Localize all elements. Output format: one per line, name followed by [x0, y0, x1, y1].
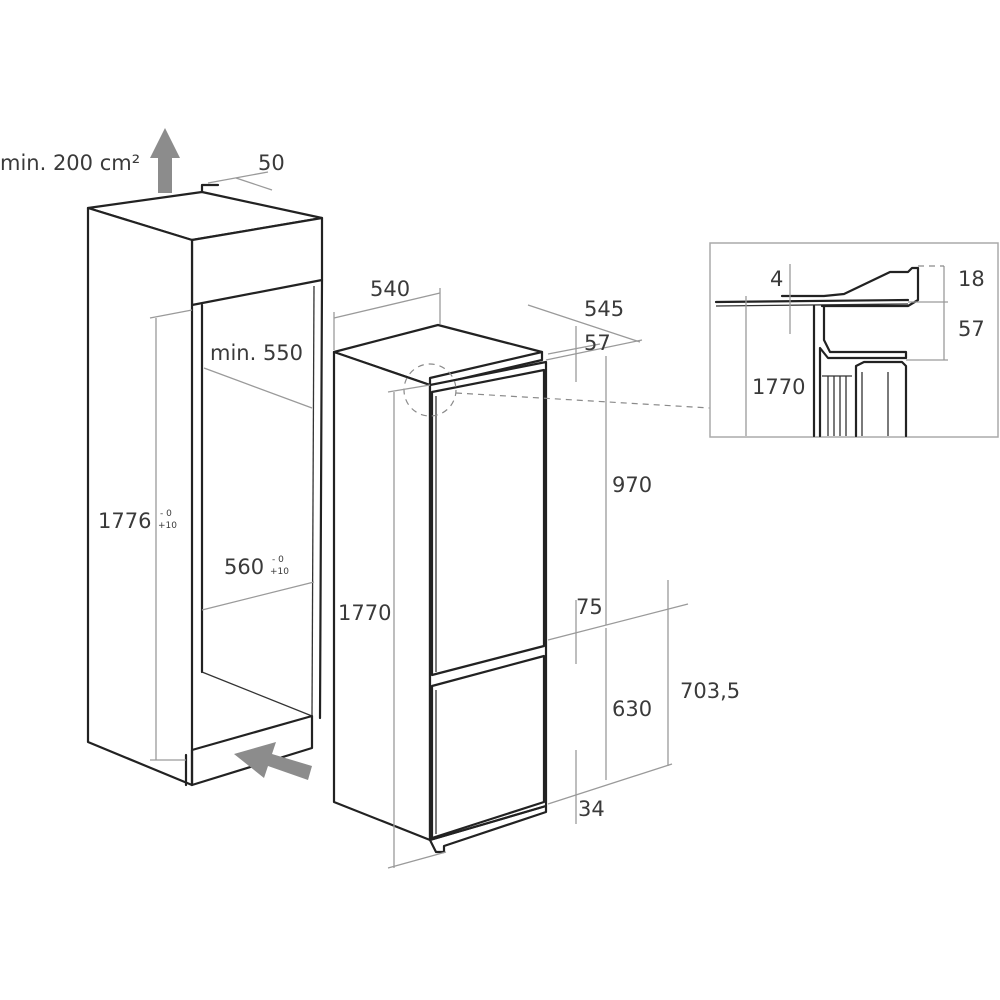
fridge-side — [332, 350, 432, 842]
detail-hinge-body-2 — [818, 304, 908, 438]
cabinet-width-tol-bottom: +10 — [270, 567, 289, 577]
detail-callout-leader — [455, 392, 711, 409]
cabinet-back-edge — [318, 278, 324, 720]
cabinet-inner-floor-front — [201, 671, 313, 717]
detail-frame — [709, 242, 999, 438]
detail-dim-4-label: 4 — [770, 267, 783, 291]
dimension-fridge-top-gap — [547, 326, 601, 382]
middle-gap-label: 75 — [576, 595, 603, 619]
upper-door-label: 970 — [612, 473, 652, 497]
detail-top-plate-under — [715, 303, 909, 307]
air-intake-arrow-icon — [234, 742, 312, 780]
bottom-gap-label: 34 — [578, 797, 605, 821]
depth-gap-label: 50 — [258, 151, 285, 175]
lower-total-label: 703,5 — [680, 679, 740, 703]
fridge-upper-door — [430, 368, 546, 677]
fridge-width-label: 540 — [370, 277, 410, 301]
dimension-fridge-depth — [527, 304, 643, 361]
lower-door-label: 630 — [612, 697, 652, 721]
ventilation-label: min. 200 cm² — [0, 151, 140, 175]
detail-top-plate — [714, 298, 910, 304]
detail-callout-circle — [403, 363, 457, 417]
fridge-lower-door — [430, 654, 546, 840]
fridge-appliance — [332, 323, 548, 854]
ventilation-up-arrow-icon — [150, 128, 180, 193]
fridge-top-rail — [428, 350, 544, 388]
detail-dim-57-label: 57 — [958, 317, 985, 341]
dimension-fridge-width — [333, 288, 441, 350]
detail-inset — [709, 242, 999, 438]
total-height-label: 1770 — [338, 601, 391, 625]
detail-door — [854, 360, 908, 438]
fridge-depth-label: 545 — [584, 297, 624, 321]
fridge-top-gap-label: 57 — [584, 331, 611, 355]
cabinet-back-top — [200, 183, 220, 194]
detail-dim-1770-label: 1770 — [752, 375, 805, 399]
dimension-cabinet-width — [201, 581, 315, 611]
cabinet-plinth — [190, 714, 314, 787]
dimension-lower-total — [547, 580, 673, 805]
cabinet-niche — [86, 183, 324, 787]
dimension-middle-gap — [547, 600, 689, 664]
inner-depth-label: min. 550 — [210, 341, 303, 365]
cabinet-height-tol-top: - 0 — [160, 509, 172, 519]
dimension-total-height — [387, 384, 447, 869]
detail-bracket — [780, 266, 920, 308]
dimension-cabinet-height — [149, 309, 193, 761]
cabinet-inner-edge — [311, 285, 315, 717]
dimension-inner-depth — [203, 367, 313, 409]
cabinet-height-tol-bottom: +10 — [158, 521, 177, 531]
cabinet-left-side — [86, 206, 194, 787]
fridge-foot — [428, 804, 548, 854]
cabinet-height-label: 1776 — [98, 509, 151, 533]
detail-dim-18-label: 18 — [958, 267, 985, 291]
cabinet-width-tol-top: - 0 — [272, 555, 284, 565]
dimension-depth-gap — [207, 171, 273, 191]
cabinet-width-label: 560 — [224, 555, 264, 579]
